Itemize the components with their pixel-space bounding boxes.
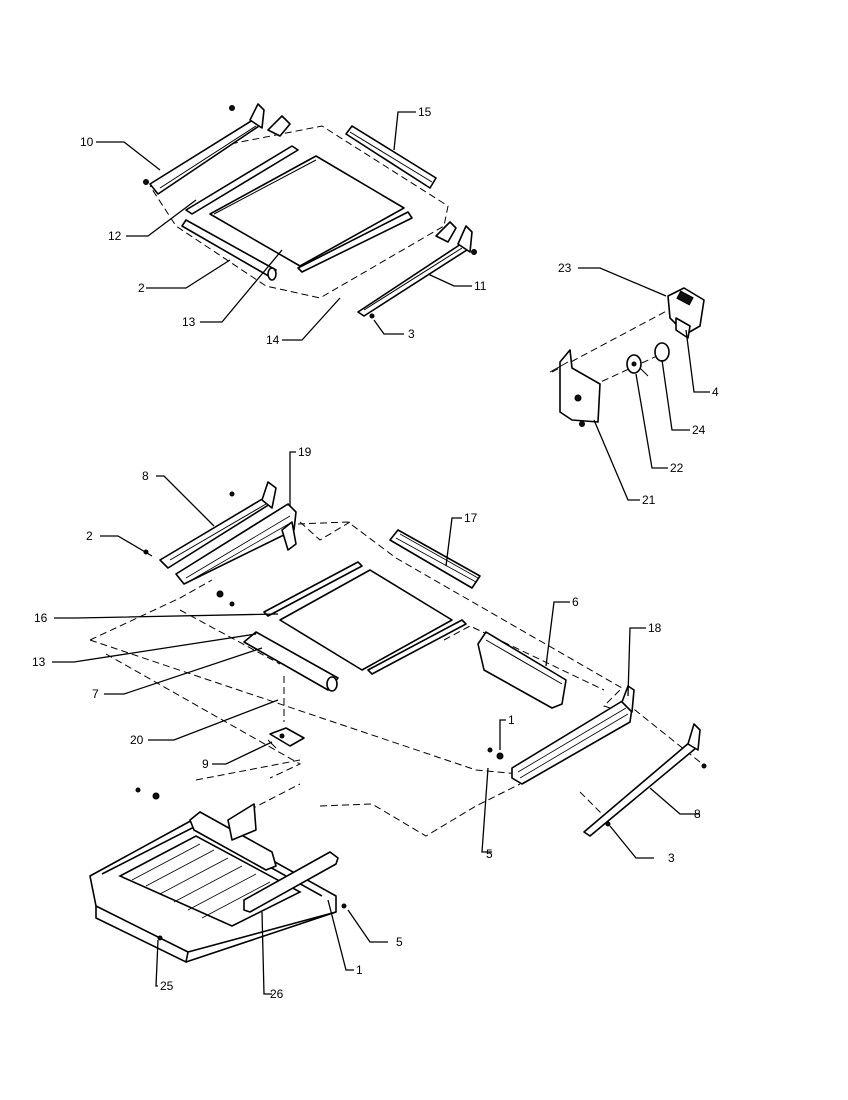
callout-22: 22 [670,461,684,475]
callout-25: 25 [160,979,174,993]
callout-2-upper: 2 [138,281,145,295]
callout-labels: 10 15 12 2 13 14 3 11 23 4 24 22 21 8 19… [32,105,719,1001]
callout-2-lower: 2 [86,529,93,543]
lower-mid-bracket [477,631,567,709]
callout-21: 21 [642,493,656,507]
callout-20: 20 [130,733,144,747]
callout-8-lower: 8 [694,807,701,821]
upper-shelf-assembly [143,103,477,319]
upper-shelf-outline [149,125,449,299]
callout-24: 24 [692,423,706,437]
callout-17: 17 [464,511,478,525]
callout-4: 4 [712,385,719,399]
rail-clip [269,727,305,747]
callout-11: 11 [474,279,487,293]
callout-5-lower: 5 [396,935,403,949]
callout-13-upper: 13 [182,315,196,329]
callout-3-upper: 3 [408,327,415,341]
callout-15: 15 [418,105,432,119]
callout-3-lower: 3 [668,851,675,865]
lower-glass-panel [279,569,453,671]
spacer [654,342,670,362]
callout-14: 14 [266,333,280,347]
upper-rear-trim [297,211,413,273]
upper-glass-panel [209,155,405,267]
callout-9: 9 [202,757,209,771]
lower-front-extrusion [243,631,339,691]
lower-rear-trim [367,619,467,675]
callout-19: 19 [298,445,312,459]
crisper-drawer [89,803,339,964]
callout-5-upper: 5 [486,847,493,861]
upper-front-trim [185,145,299,215]
callout-16: 16 [34,611,48,625]
drawer-slide [243,851,339,913]
callout-18: 18 [648,621,662,635]
upper-front-extrusion [181,219,277,279]
callout-12: 12 [108,229,122,243]
callout-1-lower: 1 [356,963,363,977]
callout-10: 10 [80,135,94,149]
leader-lines [52,111,710,995]
lower-left-support [175,503,297,585]
callout-1-upper: 1 [508,713,515,727]
mounting-bracket [559,349,601,423]
callout-26: 26 [270,987,284,1001]
bracket-assembly [549,287,705,427]
callout-8-upper: 8 [142,469,149,483]
callout-23: 23 [558,261,572,275]
callout-7: 7 [92,687,99,701]
lower-right-rail [583,741,697,837]
lower-right-support [511,699,633,785]
callout-6: 6 [572,595,579,609]
callout-13-lower: 13 [32,655,46,669]
